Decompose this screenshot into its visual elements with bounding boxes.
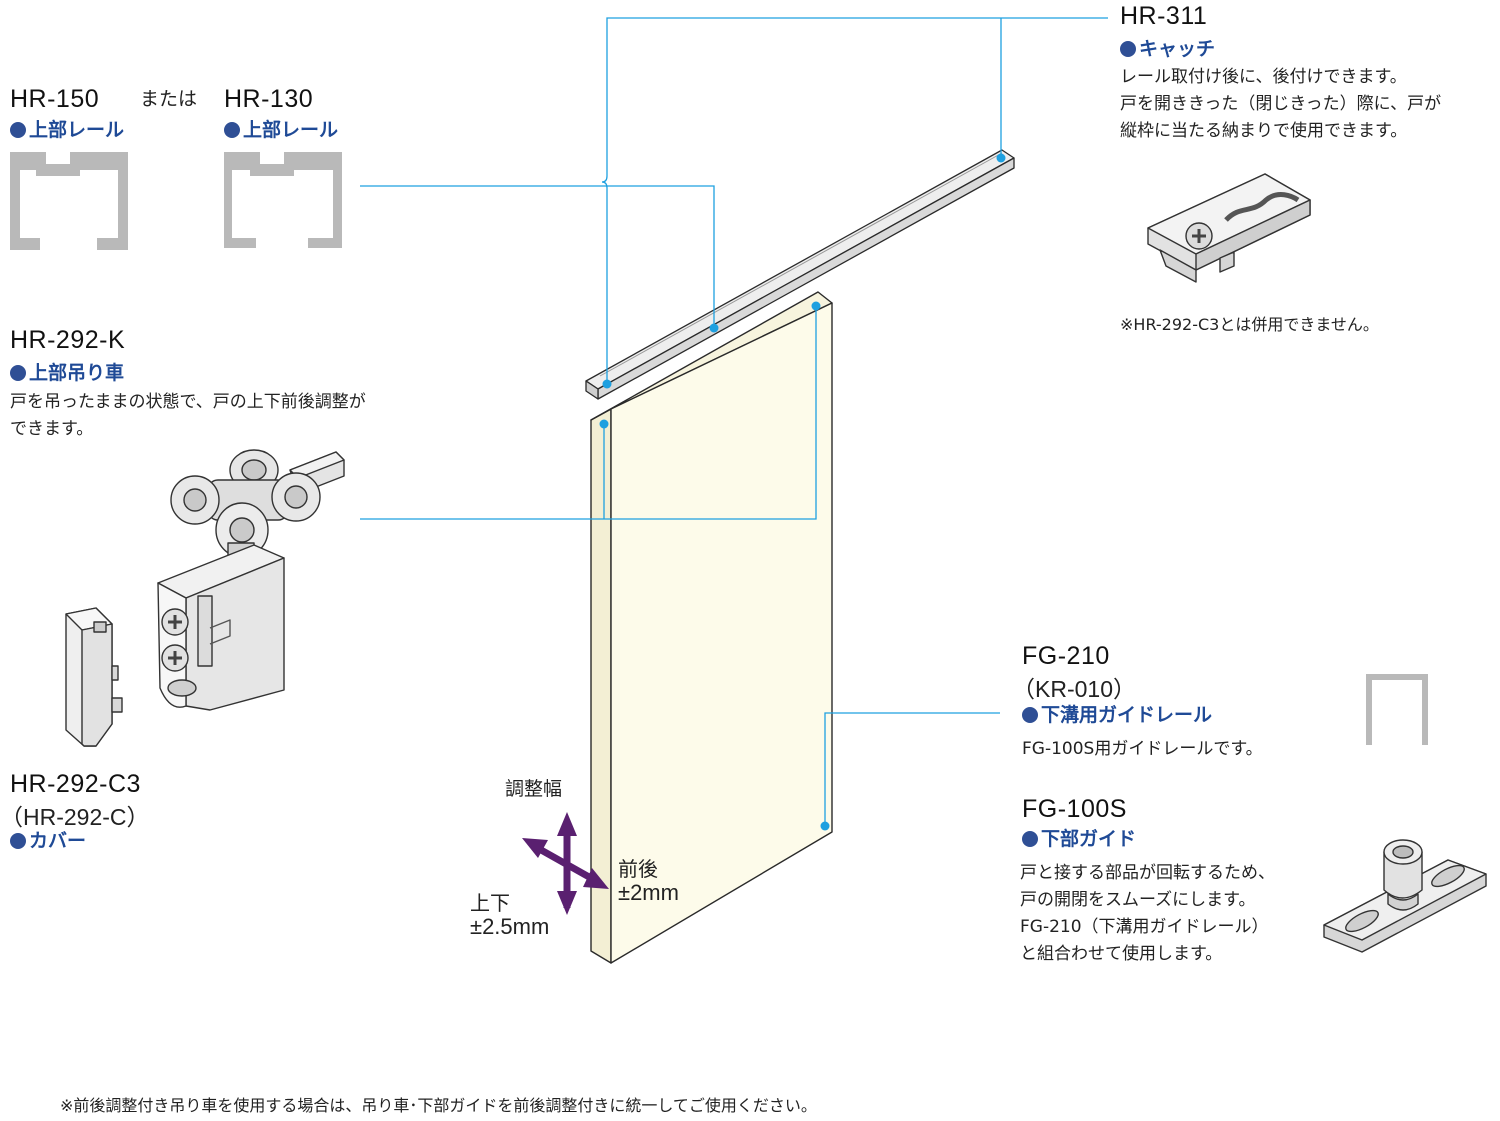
fg210-model-label: FG-210 [1022, 642, 1110, 670]
hr311-description: レール取付け後に、後付けできます。 戸を開ききった（閉じきった）際に、戸が 縦枠… [1120, 67, 1442, 141]
hr150-rail-profile-icon [10, 152, 128, 250]
hr311-category: キャッチ [1120, 34, 1215, 61]
up-down-label: 上下 [470, 891, 510, 915]
adjustment-title: 調整幅 [505, 778, 563, 800]
top-rail [585, 149, 1015, 400]
leader-dots [599, 153, 1006, 831]
adjustment-arrows-icon [522, 812, 609, 915]
hr150-category: 上部レール [10, 115, 124, 142]
hr292k-roller-icon [157, 449, 345, 711]
category-bullet-icon [10, 833, 26, 849]
fg100s-model-label: FG-100S [1022, 795, 1127, 823]
hr292c3-category: カバー [10, 826, 86, 853]
hr292c3-cover-icon [65, 607, 123, 747]
fg100s-category: 下部ガイド [1022, 824, 1136, 851]
footnote: ※前後調整付き吊り車を使用する場合は、吊り車･下部ガイドを前後調整付きに統一して… [60, 1096, 817, 1115]
hr292k-description: 戸を吊ったままの状態で、戸の上下前後調整が できます。 [10, 392, 366, 439]
hr311-note: ※HR-292-C3とは併用できません。 [1120, 315, 1379, 334]
hr130-category: 上部レール [224, 115, 338, 142]
fg100s-description: 戸と接する部品が回転するため、 戸の開閉をスムーズにします。 FG-210（下溝… [1020, 863, 1275, 964]
up-down-value: ±2.5mm [470, 914, 550, 939]
fg210-alt-model: （KR-010） [1012, 676, 1136, 702]
hr311-catch-icon [1147, 173, 1311, 283]
hr130-model-label: HR-130 [224, 85, 314, 113]
leader-lines [360, 17, 1108, 826]
hr292k-model-label: HR-292-K [10, 326, 126, 354]
category-bullet-icon [1022, 707, 1038, 723]
category-bullet-icon [1022, 831, 1038, 847]
fg210-description: FG-100S用ガイドレールです。 [1022, 739, 1263, 759]
fg210-category: 下溝用ガイドレール [1022, 700, 1212, 727]
door-panel [590, 291, 833, 964]
hr150-model-label: HR-150 [10, 85, 100, 113]
hr292c3-model-label: HR-292-C3 [10, 770, 141, 798]
hr292c3-alt-model: （HR-292-C） [0, 804, 150, 830]
front-back-value: ±2mm [618, 880, 679, 905]
front-back-label: 前後 [618, 857, 658, 881]
category-bullet-icon [1120, 41, 1136, 57]
category-bullet-icon [224, 122, 240, 138]
fg100s-bottom-guide-icon [1323, 839, 1487, 953]
hr130-rail-profile-icon [224, 152, 342, 248]
category-bullet-icon [10, 122, 26, 138]
hr311-model-label: HR-311 [1120, 2, 1208, 30]
fg210-guide-rail-icon [1366, 674, 1428, 745]
rail-or-label: または [140, 88, 198, 110]
category-bullet-icon [10, 365, 26, 381]
hr292k-category: 上部吊り車 [10, 358, 124, 385]
